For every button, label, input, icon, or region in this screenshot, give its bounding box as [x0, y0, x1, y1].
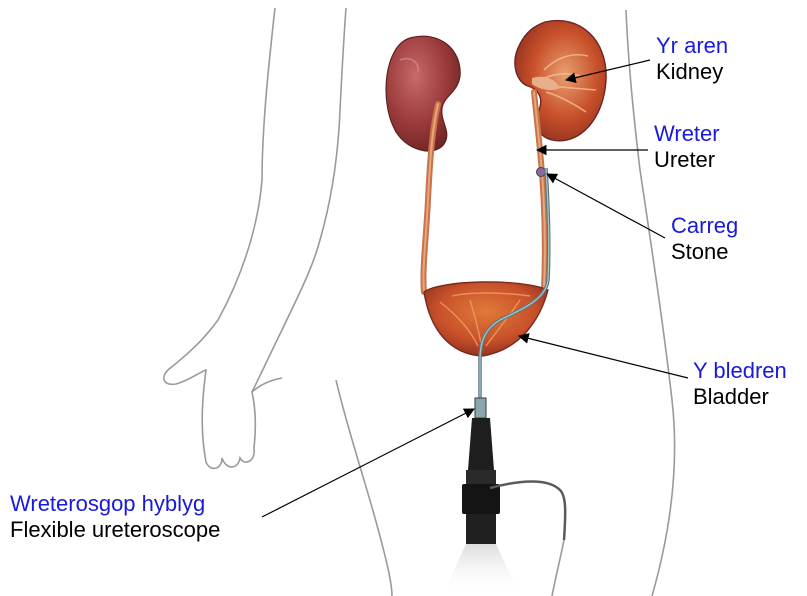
ureter-label-welsh: Wreter	[654, 121, 720, 147]
stone-label: Carreg Stone	[671, 213, 738, 265]
kidney-label: Yr aren Kidney	[656, 33, 728, 85]
kidney-label-welsh: Yr aren	[656, 33, 728, 59]
stone-label-welsh: Carreg	[671, 213, 738, 239]
scope-pointer	[262, 409, 474, 517]
stone-label-english: Stone	[671, 239, 738, 265]
kidney-label-english: Kidney	[656, 59, 728, 85]
kidney-stone	[537, 168, 546, 177]
bladder-label: Y bledren Bladder	[693, 358, 787, 410]
ureteroscope-label: Wreterosgop hyblyg Flexible ureteroscope	[10, 491, 220, 543]
right-kidney-cutaway	[515, 21, 606, 141]
ureter-label: Wreter Ureter	[654, 121, 720, 173]
ureter-label-english: Ureter	[654, 147, 720, 173]
bladder-label-welsh: Y bledren	[693, 358, 787, 384]
left-kidney	[386, 36, 460, 151]
bladder-label-english: Bladder	[693, 384, 787, 410]
stone-pointer	[547, 174, 665, 238]
bladder-pointer	[519, 336, 688, 378]
bladder	[424, 282, 548, 356]
ureteroscope-label-welsh: Wreterosgop hyblyg	[10, 491, 220, 517]
ureteroscope-label-english: Flexible ureteroscope	[10, 517, 220, 543]
